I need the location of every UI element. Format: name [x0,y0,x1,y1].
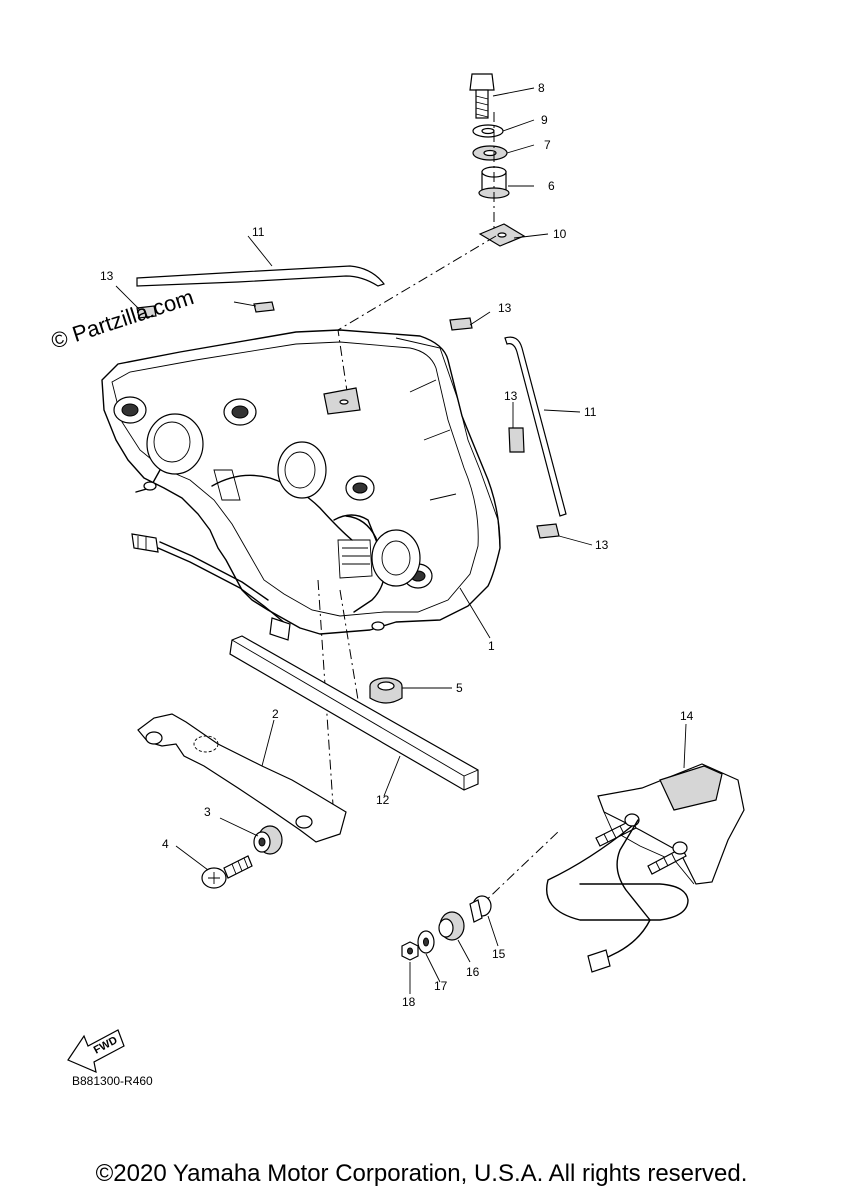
bulb-cover-center [277,441,327,499]
diagram-code: B881300-R460 [72,1074,153,1088]
callout-9: 9 [541,113,548,127]
bulb-cover-right [371,529,421,587]
part-16-grommet [438,911,465,941]
copyright: ©2020 Yamaha Motor Corporation, U.S.A. A… [95,1160,748,1187]
part-11-strip-upper [136,265,385,287]
callout-11: 11 [584,405,597,419]
part-5-grommet [369,677,403,704]
callout-3: 3 [204,805,211,819]
part-13-pads [136,301,560,539]
part-3-grommet [253,825,283,855]
callout-1: 1 [488,639,495,653]
part-14-license-light [546,763,745,973]
callout-2: 2 [272,707,279,721]
part-15-collar [469,895,492,923]
callout-6: 6 [548,179,555,193]
part-4-screw [201,855,253,889]
callout-13: 13 [504,389,518,403]
callout-12: 12 [376,793,390,807]
callout-14: 14 [680,709,694,723]
callout-8: 8 [538,81,545,95]
callout-18: 18 [402,995,416,1009]
callout-13: 13 [498,301,512,315]
callout-13: 13 [100,269,114,283]
part-8-bolt [469,73,495,119]
bulb-socket-2 [223,398,257,426]
callout-17: 17 [434,979,448,993]
part-7-washer [472,145,508,161]
part-2-bracket [137,713,347,843]
part-1-headlight-housing [101,329,501,635]
callout-10: 10 [553,227,567,241]
fwd-arrow-icon: FWD [67,1029,125,1074]
callout-16: 16 [466,965,480,979]
callout-5: 5 [456,681,463,695]
part-10-clip [478,223,526,247]
callout-11: 11 [252,225,265,239]
callout-15: 15 [492,947,506,961]
leader-lines [115,87,687,994]
bulb-cover-left [135,413,204,493]
part-11-strip-side [504,336,567,517]
part-12-foam-bar [229,635,479,791]
part-18-nut [401,941,419,961]
bulb-socket-1 [113,396,147,424]
callout-7: 7 [544,138,551,152]
part-17-washer [417,930,435,954]
part-9-washer [472,124,504,138]
callout-4: 4 [162,837,169,851]
assembly-lines [317,112,561,909]
bulb-socket-3 [345,475,375,501]
wire-harness [131,533,291,641]
callout-13: 13 [595,538,609,552]
